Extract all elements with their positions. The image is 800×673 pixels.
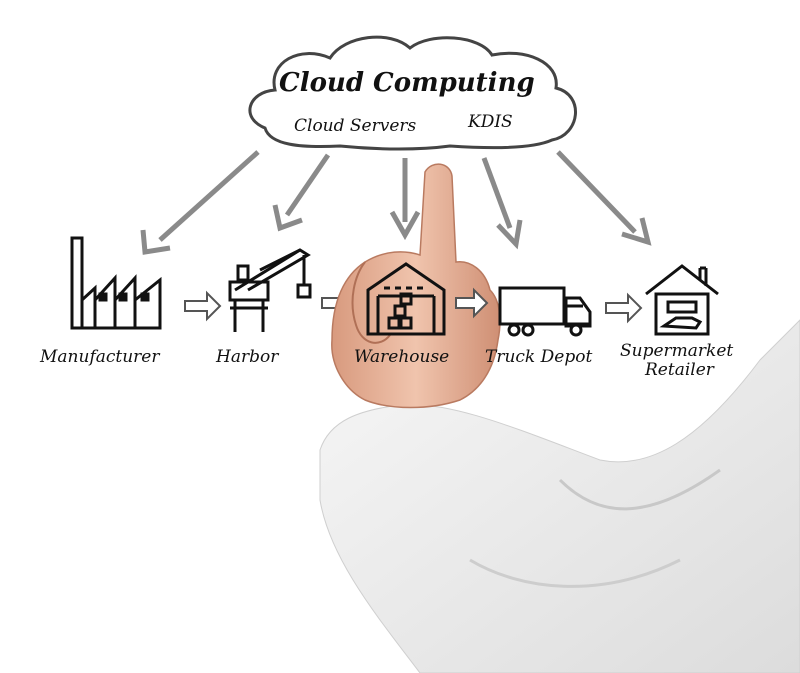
cloud-title: Cloud Computing <box>279 68 535 98</box>
hand <box>331 163 501 409</box>
warehouse-label: Warehouse <box>354 347 450 367</box>
flow-arrow-4 <box>605 292 643 324</box>
harbor-label: Harbor <box>216 347 279 367</box>
cloud-servers-label: Cloud Servers <box>294 116 417 136</box>
arrow-to-truck-depot <box>481 157 523 250</box>
arrow-to-supermarket <box>556 150 652 246</box>
factory-icon <box>70 236 162 330</box>
arrow-to-manufacturer <box>140 150 260 255</box>
retailer-label: Retailer <box>645 360 714 380</box>
flow-arrow-1 <box>184 290 222 322</box>
manufacturer-label: Manufacturer <box>40 347 160 367</box>
crane-icon <box>228 248 312 332</box>
thumb <box>351 261 391 344</box>
house-icon <box>645 264 719 336</box>
cloud-shape <box>248 35 577 151</box>
hand-photo <box>319 163 800 673</box>
warehouse-icon <box>366 262 446 336</box>
supermarket-label: Supermarket <box>620 341 734 361</box>
truck-icon <box>498 286 592 337</box>
arrow-to-warehouse <box>389 158 421 241</box>
sleeve-fold <box>558 468 721 511</box>
truck-depot-label: Truck Depot <box>485 347 593 367</box>
sleeve-fold-2 <box>469 558 681 588</box>
arrow-to-harbor <box>272 153 331 232</box>
kdis-label: KDIS <box>468 112 513 132</box>
flow-arrow-3 <box>455 287 489 319</box>
cloud-arrows <box>140 150 652 255</box>
